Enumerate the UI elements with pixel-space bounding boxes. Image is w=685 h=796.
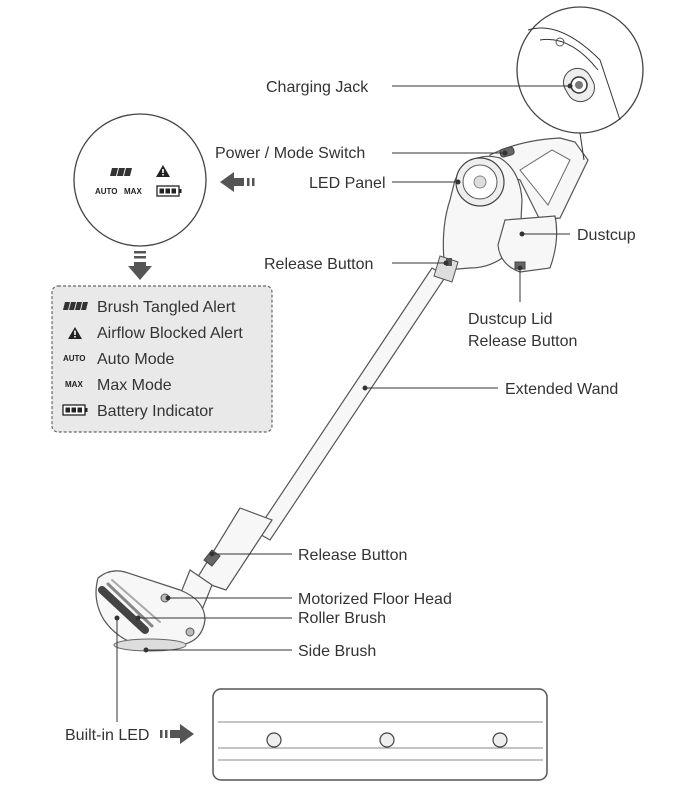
battery-icon	[156, 185, 182, 197]
label-dustcup: Dustcup	[577, 227, 636, 244]
label-dustcup-lid-release-line1: Dustcup Lid	[468, 311, 553, 328]
legend-item-battery: Battery Indicator	[97, 403, 214, 420]
led-light-3	[492, 732, 508, 748]
arrow-right-icon	[160, 724, 194, 744]
led-light-1	[266, 732, 282, 748]
led-light-2	[379, 732, 395, 748]
label-release-button-bottom: Release Button	[298, 547, 407, 564]
label-dustcup-lid-release-line2: Release Button	[468, 333, 577, 350]
label-release-button-top: Release Button	[264, 256, 373, 273]
label-side-brush: Side Brush	[298, 643, 376, 660]
arrow-down-icon	[128, 251, 152, 280]
label-extended-wand: Extended Wand	[505, 381, 618, 398]
legend-battery-icon	[62, 404, 88, 416]
legend-box: Brush Tangled Alert Airflow Blocked Aler…	[51, 285, 273, 433]
arrow-left-icon	[220, 172, 255, 192]
label-charging-jack: Charging Jack	[266, 79, 369, 96]
legend-auto-text-icon: AUTO	[63, 354, 86, 363]
label-motorized-floor-head: Motorized Floor Head	[298, 591, 452, 608]
label-led-panel: LED Panel	[309, 175, 386, 192]
warning-icon	[156, 165, 170, 177]
side-brush	[113, 638, 187, 652]
handle-opening	[519, 149, 571, 206]
label-power-mode-switch: Power / Mode Switch	[215, 145, 365, 162]
legend-item-max-mode: Max Mode	[97, 377, 172, 394]
legend-item-auto-mode: Auto Mode	[97, 351, 174, 368]
legend-warning-icon	[68, 327, 82, 339]
brush-tangled-icon	[110, 168, 132, 176]
lower-wand-sleeve	[195, 507, 273, 591]
legend-brush-tangled-icon	[63, 302, 88, 310]
auto-text: AUTO	[95, 187, 118, 196]
legend-item-airflow-blocked: Airflow Blocked Alert	[97, 325, 243, 342]
legend-item-brush-tangled: Brush Tangled Alert	[97, 299, 236, 316]
callout-lines	[114, 83, 585, 722]
legend-max-text-icon: MAX	[65, 380, 83, 389]
led-panel-closeup: AUTO MAX	[73, 113, 207, 247]
label-roller-brush: Roller Brush	[298, 610, 386, 627]
extended-wand	[255, 267, 447, 541]
roller-brush	[98, 586, 149, 634]
label-built-in-led: Built-in LED	[65, 727, 149, 744]
max-text: MAX	[124, 187, 142, 196]
built-in-led-panel	[212, 688, 548, 781]
charging-jack-closeup	[516, 6, 644, 134]
dustcup	[497, 215, 558, 273]
